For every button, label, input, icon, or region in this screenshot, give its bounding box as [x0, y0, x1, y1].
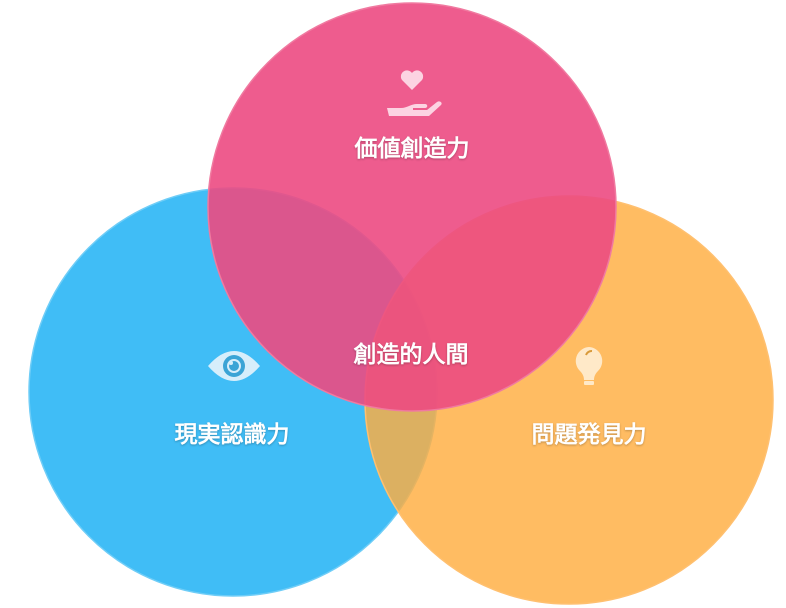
set-label-problem-discovery: 問題発見力 — [531, 422, 647, 448]
set-label-reality-recognition: 現実認識力 — [174, 422, 290, 448]
circle-value-creation — [207, 2, 617, 412]
center-label: 創造的人間 — [353, 342, 469, 368]
lightbulb-icon — [575, 347, 603, 385]
eye-icon — [208, 351, 260, 381]
heart-hand-icon — [387, 70, 442, 116]
set-label-value-creation: 価値創造力 — [354, 136, 470, 162]
